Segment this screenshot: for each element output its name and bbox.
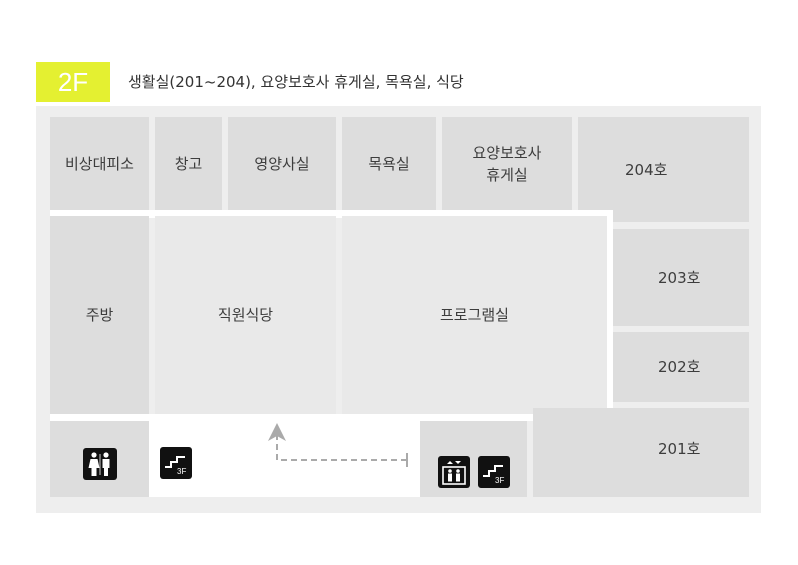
middle-band xyxy=(50,210,613,218)
room-label: 203호 xyxy=(658,268,701,287)
room-202[interactable]: 202호 xyxy=(613,332,749,402)
stairs-icon: 3F xyxy=(478,456,510,488)
room-kitchen[interactable]: 주방 xyxy=(50,216,149,414)
room-label: 직원식당 xyxy=(217,306,274,324)
stairs-floor-label: 3F xyxy=(177,467,186,476)
program-wall-bottom xyxy=(50,414,613,421)
stairs-icon: 3F xyxy=(160,447,192,479)
room-label: 202호 xyxy=(658,358,701,376)
room-label: 영양사실 xyxy=(254,154,310,173)
room-label: 주방 xyxy=(85,306,114,324)
room-label: 204호 xyxy=(625,160,668,179)
room-label-line2: 휴게실 xyxy=(486,165,528,184)
restroom-icon xyxy=(83,448,117,480)
room-label: 비상대피소 xyxy=(64,154,134,173)
room-label: 201호 xyxy=(658,439,701,458)
room-staff-cafeteria[interactable]: 직원식당 xyxy=(155,216,336,414)
room-label: 프로그램실 xyxy=(439,306,509,324)
room-label: 목욕실 xyxy=(368,154,410,173)
room-storage[interactable]: 창고 xyxy=(155,117,222,210)
room-204[interactable]: 204호 xyxy=(578,117,749,222)
room-caregiver-lounge[interactable]: 요양보호사 휴게실 xyxy=(442,117,572,210)
room-bath[interactable]: 목욕실 xyxy=(342,117,436,210)
floor-badge: 2F xyxy=(36,62,110,102)
room-nutrition[interactable]: 영양사실 xyxy=(228,117,336,210)
room-label-line1: 요양보호사 xyxy=(472,143,542,162)
room-201[interactable]: 201호 xyxy=(533,408,749,497)
program-wall-right xyxy=(607,210,613,421)
floor-title: 생활실(201~204), 요양보호사 휴게실, 목욕실, 식당 xyxy=(128,73,464,91)
room-label: 창고 xyxy=(174,154,203,173)
stairs-floor-label: 3F xyxy=(495,476,504,485)
room-emergency-stairs[interactable]: 비상대피소 xyxy=(50,117,149,210)
elevator-icon xyxy=(438,456,470,488)
room-program[interactable]: 프로그램실 xyxy=(342,216,607,414)
room-203[interactable]: 203호 xyxy=(613,229,749,326)
